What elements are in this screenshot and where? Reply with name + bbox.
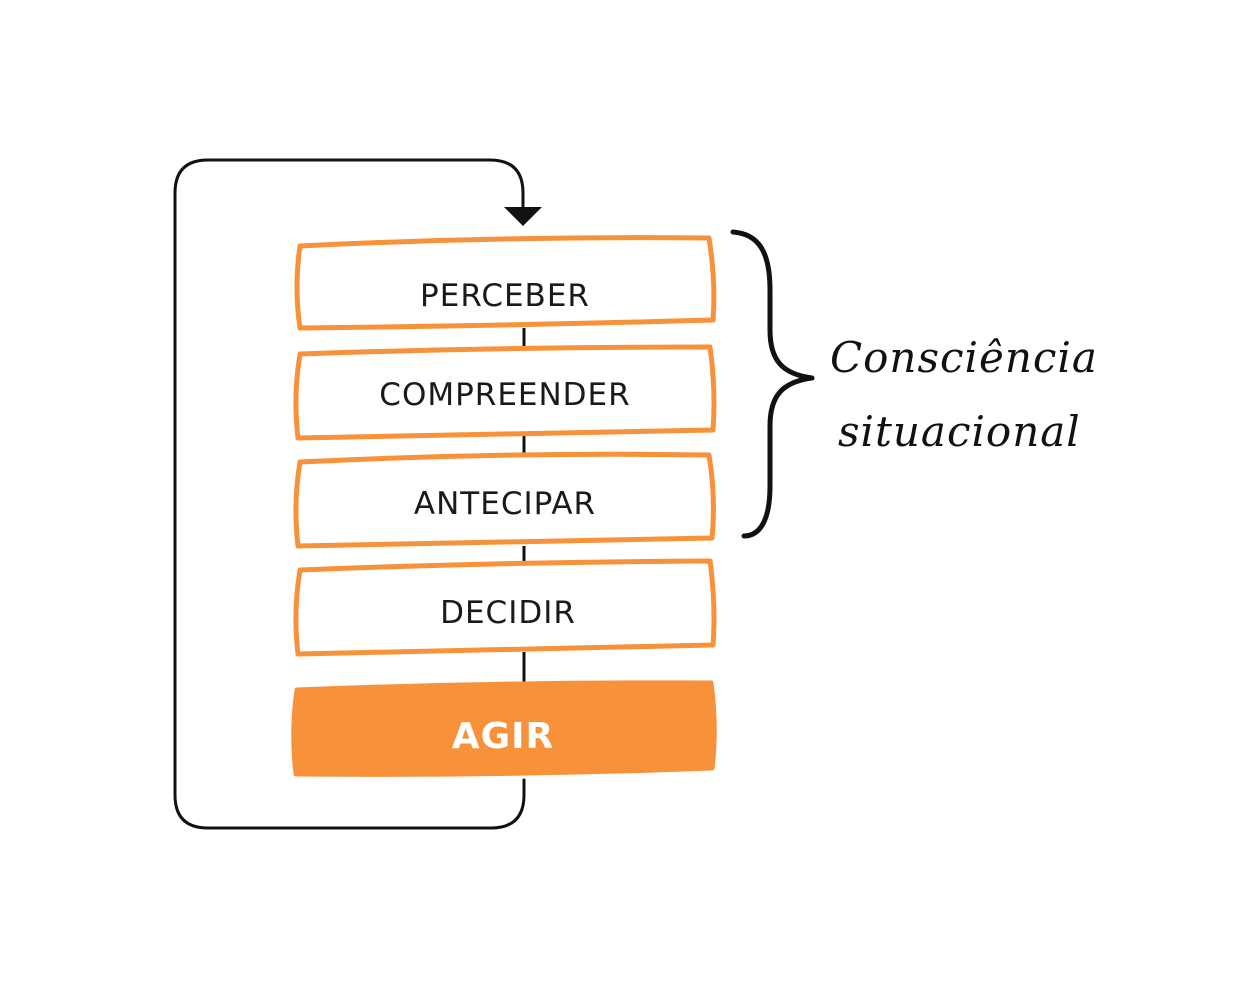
step-box-filled <box>291 680 717 777</box>
step-box-agir: AGIR <box>291 680 717 777</box>
step-box-decidir: DECIDIR <box>293 558 717 657</box>
step-box-outline <box>293 344 717 441</box>
group-label-line2: situacional <box>838 407 1081 456</box>
step-box-outline <box>293 558 717 657</box>
group-label: Consciência situacional <box>830 333 1098 456</box>
feedback-loop-line <box>173 158 526 830</box>
step-box-compreender: COMPREENDER <box>293 344 717 441</box>
curly-brace-icon <box>730 229 815 539</box>
step-box-antecipar: ANTECIPAR <box>293 451 716 549</box>
group-label-line1: Consciência <box>830 333 1098 382</box>
step-box-perceber: PERCEBER <box>294 235 717 331</box>
step-box-outline <box>294 235 717 331</box>
step-label: PERCEBER <box>420 278 590 314</box>
step-label: AGIR <box>452 716 555 757</box>
step-label: DECIDIR <box>440 595 576 631</box>
loop-arrow-icon <box>504 207 542 226</box>
step-label: COMPREENDER <box>379 377 630 413</box>
step-label: ANTECIPAR <box>414 486 596 522</box>
step-box-outline <box>293 451 716 549</box>
